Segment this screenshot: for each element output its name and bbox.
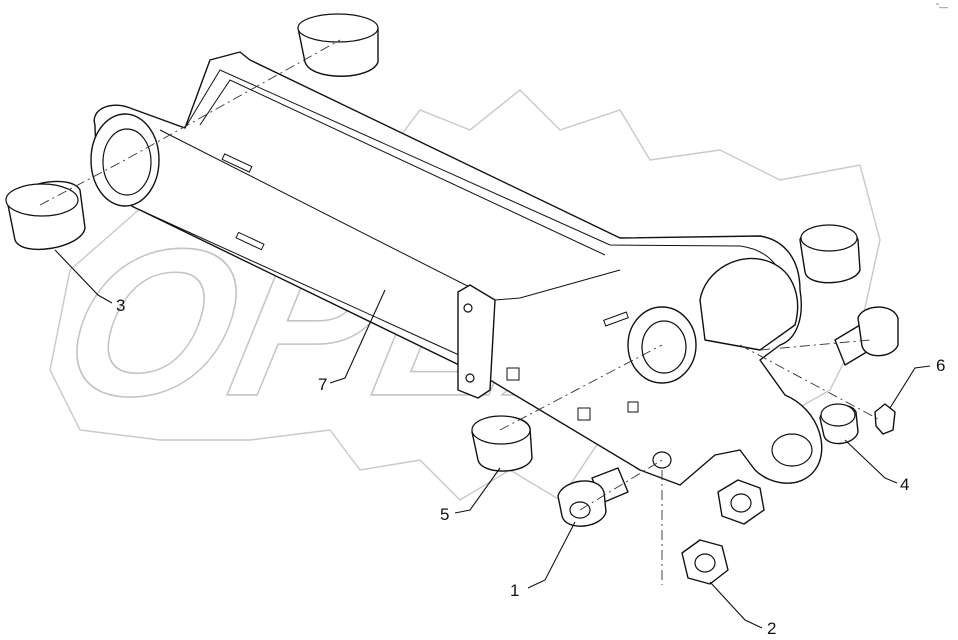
swing-arm-frame bbox=[90, 51, 823, 486]
bolt-right bbox=[834, 306, 899, 366]
bushing-left bbox=[5, 180, 86, 251]
frame-square-cut bbox=[627, 401, 639, 413]
leader-6 bbox=[889, 365, 931, 409]
callout-5: 5 bbox=[440, 505, 449, 524]
frame-rear-tube bbox=[699, 257, 799, 351]
centre-lines bbox=[39, 39, 881, 585]
frame-lug-hole bbox=[771, 433, 813, 467]
bracket-hole bbox=[465, 373, 475, 383]
frame-slot bbox=[221, 153, 253, 173]
watermark-gear-outline bbox=[49, 89, 881, 501]
leader-3 bbox=[54, 249, 113, 304]
corner-mark: ˜— bbox=[935, 2, 948, 12]
bushing-right-top bbox=[799, 224, 861, 284]
frame-plate-hole bbox=[652, 451, 672, 469]
callout-6: 6 bbox=[936, 356, 945, 375]
hex-nut-upper bbox=[717, 479, 765, 525]
callout-2: 2 bbox=[767, 619, 776, 638]
bracket-hole bbox=[463, 303, 473, 313]
callout-3: 3 bbox=[116, 296, 125, 315]
leader-7 bbox=[329, 289, 386, 384]
leader-1 bbox=[527, 521, 576, 589]
bushing-top-left bbox=[297, 13, 379, 77]
leader-4 bbox=[844, 439, 898, 484]
frame-left-bore bbox=[102, 128, 152, 196]
frame-square-cut bbox=[506, 367, 520, 381]
hex-nut-lower bbox=[681, 539, 729, 585]
socket-bolt bbox=[557, 467, 629, 527]
frame-lower-edge bbox=[139, 209, 471, 361]
callouts: 1 2 3 4 5 6 7 bbox=[54, 249, 945, 638]
frame-mount-bracket bbox=[457, 284, 496, 399]
bushing-right-small bbox=[819, 403, 859, 445]
grease-fitting bbox=[874, 403, 896, 435]
bushing-bottom bbox=[471, 415, 533, 472]
frame-top-rail-inner bbox=[199, 79, 606, 256]
frame-slot bbox=[603, 311, 629, 327]
callout-1: 1 bbox=[510, 581, 519, 600]
frame-body bbox=[93, 51, 823, 486]
frame-mid-rib bbox=[159, 129, 621, 301]
frame-right-bore bbox=[641, 320, 687, 374]
callout-4: 4 bbox=[900, 475, 909, 494]
frame-square-cut bbox=[577, 407, 591, 421]
leader-2 bbox=[709, 581, 763, 629]
callout-7: 7 bbox=[318, 375, 327, 394]
frame-slot bbox=[235, 231, 265, 251]
leader-5 bbox=[454, 467, 501, 514]
